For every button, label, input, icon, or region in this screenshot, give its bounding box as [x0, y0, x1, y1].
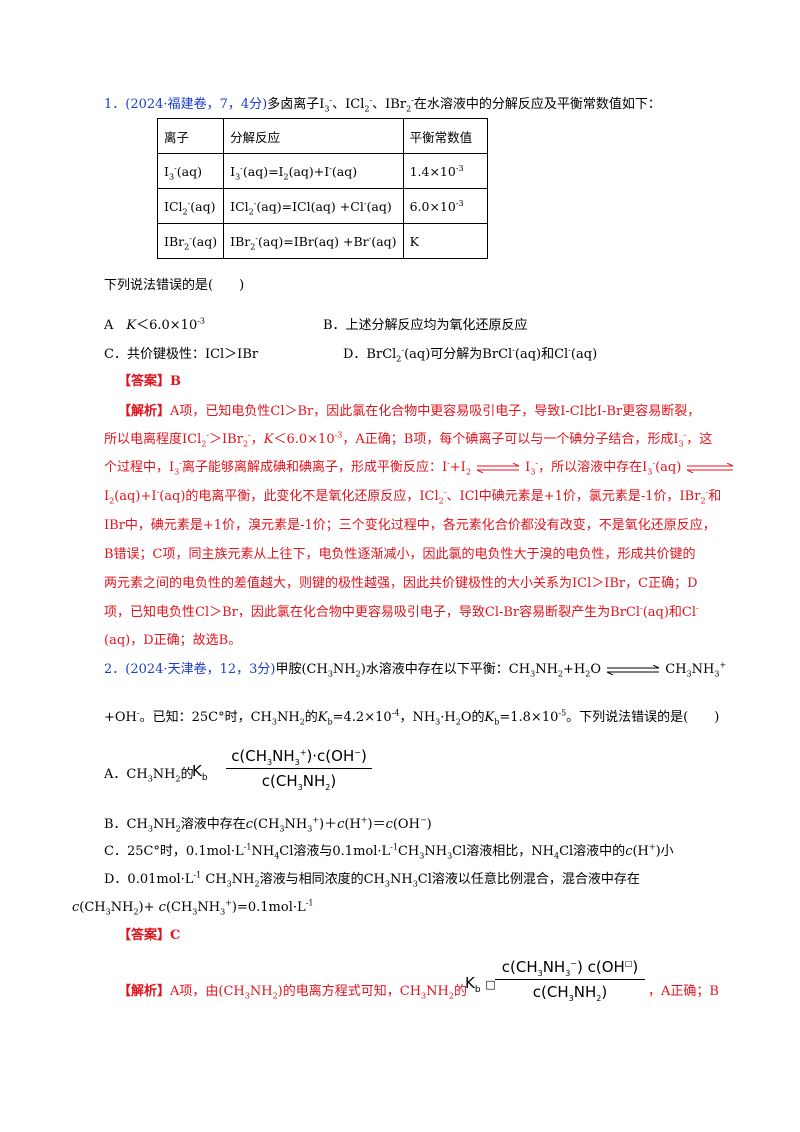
table-header: 平衡常数值 [402, 118, 488, 154]
q2-source: (2024·天津卷，12，3分) [125, 662, 276, 677]
analysis-line: IBr中，碘元素是+1价，溴元素是-1价；三个变化过程中，各元素化合价都没有改变… [104, 518, 716, 533]
q2-option-d: D．0.01mol·L-1 CH3NH2溶液与相同浓度的CH3NH3Cl溶液以任… [104, 870, 640, 889]
table-cell: 1.4×10-3 [402, 153, 488, 189]
q2-analysis-suffix: ，A正确；B [648, 984, 719, 999]
fraction-bar [226, 768, 372, 769]
q1-option-d: D．BrCl2-(aq)可分解为BrCl-(aq)和Cl-(aq) [343, 345, 598, 364]
kb-fraction-2: c(CH3NH3−) c(OH□) c(CH3NH2) [495, 957, 645, 1003]
table-cell: K [402, 223, 488, 259]
kb-symbol: Kb [192, 762, 208, 783]
q2-answer: 【答案】C [118, 928, 181, 943]
q1-number: 1． [104, 97, 126, 112]
q2-option-d-cont: c(CH3NH2)+ c(CH3NH3+)=0.1mol·L-1 [72, 898, 314, 917]
table-cell: IBr2-(aq) [156, 223, 225, 259]
analysis-line: 个过程中，I3-离子能够离解成碘和碘离子，形成平衡反应：I-+I2 I3-，所以… [104, 459, 735, 477]
q1-option-a: A K＜6.0×10-3 [104, 316, 206, 333]
equilibrium-arrow-icon [687, 462, 734, 473]
table-cell: 6.0×10-3 [402, 188, 488, 224]
q2-option-c: C．25C°时，0.1mol·L-1NH4Cl溶液与0.1mol·L-1CH3N… [104, 842, 674, 861]
q1-option-c: C．共价键极性：ICl＞IBr [104, 347, 259, 362]
q1-question: 下列说法错误的是( ) [104, 278, 245, 293]
fraction-denominator: c(CH3NH2) [532, 983, 608, 1003]
analysis-line: 【解析】A项，已知电负性Cl＞Br，因此氯在化合物中更容易吸引电子，导致I-Cl… [118, 404, 701, 419]
analysis-line: B错误；C项，同主族元素从上往下，电负性逐渐减小，因此氯的电负性大于溴的电负性，… [104, 547, 696, 562]
q1-source: (2024·福建卷，7，4分) [125, 97, 268, 112]
table-header: 离子 [156, 118, 225, 154]
q1-header: 1．(2024·福建卷，7，4分)多卤离子I3-、ICl2-、IBr2-在水溶液… [104, 96, 661, 114]
table-row: IBr2-(aq) IBr2-(aq)=IBr(aq) +Br-(aq) K [156, 223, 488, 259]
fraction-denominator: c(CH3NH2) [261, 772, 337, 792]
analysis-line: 所以电离程度ICl2-＞IBr2-，K＜6.0×10-3，A正确；B项，每个碘离… [104, 430, 713, 449]
fraction-bar [495, 979, 645, 980]
table-cell: ICl2-(aq) [156, 188, 225, 224]
q2-stem-2: +OH-。已知：25C°时，CH3NH2的Kb=4.2×10-4，NH3·H2O… [104, 708, 720, 727]
kb-symbol-2: Kb □ [465, 974, 496, 995]
table-cell: I3-(aq)=I2(aq)+I-(aq) [223, 153, 404, 189]
table-header-row: 离子 分解反应 平衡常数值 [156, 118, 488, 154]
q1-stem: 多卤离子I3-、ICl2-、IBr2-在水溶液中的分解反应及平衡常数值如下： [267, 95, 661, 114]
ion-table: 离子 分解反应 平衡常数值 I3-(aq) I3-(aq)=I2(aq)+I-(… [156, 118, 488, 259]
q1-answer: 【答案】B [118, 374, 181, 389]
table-cell: I3-(aq) [156, 153, 225, 189]
kb-fraction: c(CH3NH3+)·c(OH−) c(CH3NH2) [226, 746, 372, 792]
analysis-line: I2(aq)+I-(aq)的电离平衡，此变化不是氧化还原反应，ICl2-、ICl… [104, 487, 722, 506]
analysis-line: 两元素之间的电负性的差值越大，则键的极性越强，因此共价键极性的大小关系为ICl＞… [104, 576, 698, 591]
table-cell: IBr2-(aq)=IBr(aq) +Br-(aq) [223, 223, 404, 259]
table-row: I3-(aq) I3-(aq)=I2(aq)+I-(aq) 1.4×10-3 [156, 153, 488, 189]
fraction-numerator: c(CH3NH3+)·c(OH−) [231, 747, 367, 767]
table-header: 分解反应 [223, 118, 404, 154]
analysis-line: 项，已知电负性Cl＞Br，因此氯在化合物中更容易吸引电子，导致Cl-Br容易断裂… [104, 603, 699, 620]
q2-header: 2．(2024·天津卷，12，3分)甲胺(CH3NH2)水溶液中存在以下平衡：C… [104, 661, 726, 679]
q2-option-b: B．CH3NH2溶液中存在c(CH3NH3+)＋c(H+)＝c(OH−) [104, 815, 432, 834]
q2-option-a: A．CH3NH2的 [104, 767, 194, 784]
q2-stem: 甲胺(CH3NH2)水溶液中存在以下平衡：CH3NH2+H2O CH3NH3+ [275, 660, 727, 679]
equilibrium-arrow-icon [606, 664, 660, 675]
q2-number: 2． [104, 662, 126, 677]
q2-analysis: 【解析】A项，由(CH3NH2)的电离方程式可知，CH3NH2的 [118, 984, 467, 1001]
analysis-line: (aq)，D正确；故选B。 [104, 633, 242, 648]
table-cell: ICl2-(aq)=ICl(aq) +Cl-(aq) [223, 188, 404, 224]
q1-option-b: B．上述分解反应均为氧化还原反应 [323, 318, 528, 333]
equilibrium-arrow-icon [476, 462, 520, 473]
table-row: ICl2-(aq) ICl2-(aq)=ICl(aq) +Cl-(aq) 6.0… [156, 188, 488, 224]
fraction-numerator: c(CH3NH3−) c(OH□) [501, 958, 639, 978]
